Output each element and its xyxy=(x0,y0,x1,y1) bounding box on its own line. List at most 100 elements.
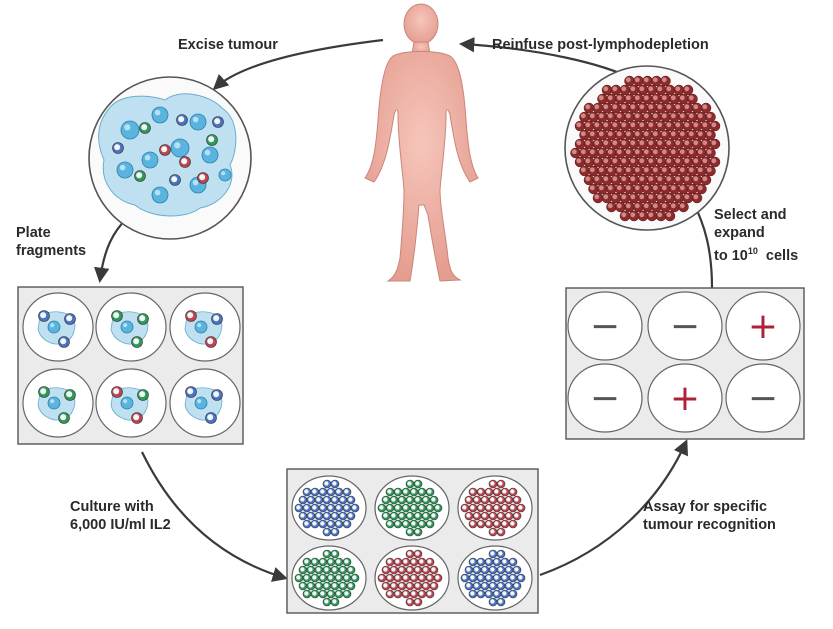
lymphocyte xyxy=(111,386,123,398)
expanded-cell xyxy=(592,102,604,114)
cultured-lymphocyte xyxy=(468,557,478,567)
expanded-cell xyxy=(678,201,689,213)
expanded-cell xyxy=(633,129,644,141)
lymphocyte xyxy=(64,389,76,401)
expanded-cell xyxy=(705,129,716,141)
cultured-lymphocyte xyxy=(385,519,395,529)
cultured-lymphocyte xyxy=(322,581,332,591)
cultured-lymphocyte xyxy=(500,503,510,513)
cultured-lymphocyte xyxy=(409,573,419,583)
expanded-cell xyxy=(705,111,716,123)
tumour-cell xyxy=(151,186,169,204)
expanded-cell xyxy=(610,174,622,186)
expanded-cell xyxy=(601,138,613,150)
cultured-lymphocyte xyxy=(484,589,494,599)
lymphocyte xyxy=(179,156,191,168)
expanded-cell xyxy=(601,84,613,96)
cultured-lymphocyte xyxy=(405,527,415,537)
cultured-lymphocyte xyxy=(472,511,482,521)
cultured-lymphocyte xyxy=(413,549,423,559)
expanded-cell xyxy=(646,102,658,114)
expanded-cell xyxy=(709,120,721,132)
cultured-lymphocyte xyxy=(322,597,332,607)
cultured-lymphocyte xyxy=(401,573,411,583)
cultured-lymphocyte xyxy=(401,519,411,529)
expanded-cell xyxy=(597,147,608,159)
cultured-lymphocyte xyxy=(326,503,336,513)
expanded-cell xyxy=(669,147,680,159)
cultured-lymphocyte xyxy=(488,597,498,607)
expanded-cell xyxy=(651,111,662,123)
cultured-lymphocyte xyxy=(385,503,395,513)
cultured-lymphocyte xyxy=(468,487,478,497)
expanded-cell xyxy=(664,210,676,222)
expanded-cell xyxy=(651,183,662,195)
cultured-lymphocyte xyxy=(334,519,344,529)
cultured-lymphocyte xyxy=(302,487,312,497)
cultured-lymphocyte xyxy=(480,495,490,505)
cultured-lymphocyte xyxy=(429,565,439,575)
expanded-cell xyxy=(592,156,604,168)
expanded-cell xyxy=(628,210,640,222)
cultured-lymphocyte xyxy=(433,503,443,513)
expanded-cell xyxy=(597,129,608,141)
expanded-cell xyxy=(619,102,631,114)
expanded-cell xyxy=(678,111,689,123)
lymphocyte xyxy=(38,310,50,322)
expanded-cell xyxy=(633,75,644,87)
select-prefix: to 10 xyxy=(714,247,748,264)
expanded-cell xyxy=(691,138,703,150)
cultured-lymphocyte xyxy=(298,511,308,521)
cultured-lymphocyte xyxy=(302,589,312,599)
cultured-lymphocyte xyxy=(500,487,510,497)
cultured-lymphocyte xyxy=(468,573,478,583)
cultured-lymphocyte xyxy=(318,573,328,583)
assay-well-positive: + xyxy=(725,291,801,361)
cultured-lymphocyte xyxy=(314,495,324,505)
expanded-cell xyxy=(700,138,712,150)
expanded-cell xyxy=(642,93,653,105)
expanded-cell xyxy=(610,84,622,96)
assay-plate: −−+−+− xyxy=(565,287,805,440)
cultured-lymphocyte xyxy=(310,557,320,567)
cultured-lymphocyte xyxy=(346,495,356,505)
lymphocyte xyxy=(58,336,70,348)
cultured-lymphocyte xyxy=(326,557,336,567)
expanded-cell xyxy=(696,147,707,159)
cultured-lymphocyte xyxy=(310,503,320,513)
cultured-lymphocyte xyxy=(425,487,435,497)
cultured-lymphocyte xyxy=(381,565,391,575)
expanded-cell xyxy=(628,84,640,96)
lymphocyte xyxy=(137,313,149,325)
cultured-lymphocyte xyxy=(381,581,391,591)
expanded-cell xyxy=(709,156,721,168)
cultured-lymphocyte xyxy=(342,557,352,567)
cultured-lymphocyte xyxy=(338,495,348,505)
cultured-lymphocyte xyxy=(342,589,352,599)
expanded-cell xyxy=(615,183,626,195)
expanded-cell xyxy=(619,120,631,132)
tumour-cell xyxy=(151,106,169,124)
expanded-cell xyxy=(646,120,658,132)
cultured-lymphocyte xyxy=(409,487,419,497)
cultured-lymphocyte xyxy=(334,573,344,583)
cultured-lymphocyte xyxy=(484,503,494,513)
cultured-lymphocyte xyxy=(421,565,431,575)
expanded-cell xyxy=(633,147,644,159)
cultured-lymphocyte xyxy=(425,573,435,583)
fragment-well xyxy=(169,292,241,362)
expanded-cell xyxy=(651,75,662,87)
cultured-lymphocyte xyxy=(318,589,328,599)
cultured-lymphocyte xyxy=(310,573,320,583)
expanded-cell xyxy=(624,183,635,195)
cultured-lymphocyte xyxy=(326,573,336,583)
expanded-cell xyxy=(691,174,703,186)
expanded-cell xyxy=(669,129,680,141)
expanded-cell xyxy=(642,201,653,213)
tumour-cell xyxy=(116,161,134,179)
cultured-lymphocyte xyxy=(433,573,443,583)
expanded-cell xyxy=(588,129,599,141)
cultured-lymphocyte xyxy=(330,527,340,537)
expanded-cell xyxy=(696,165,707,177)
cultured-lymphocyte xyxy=(472,495,482,505)
